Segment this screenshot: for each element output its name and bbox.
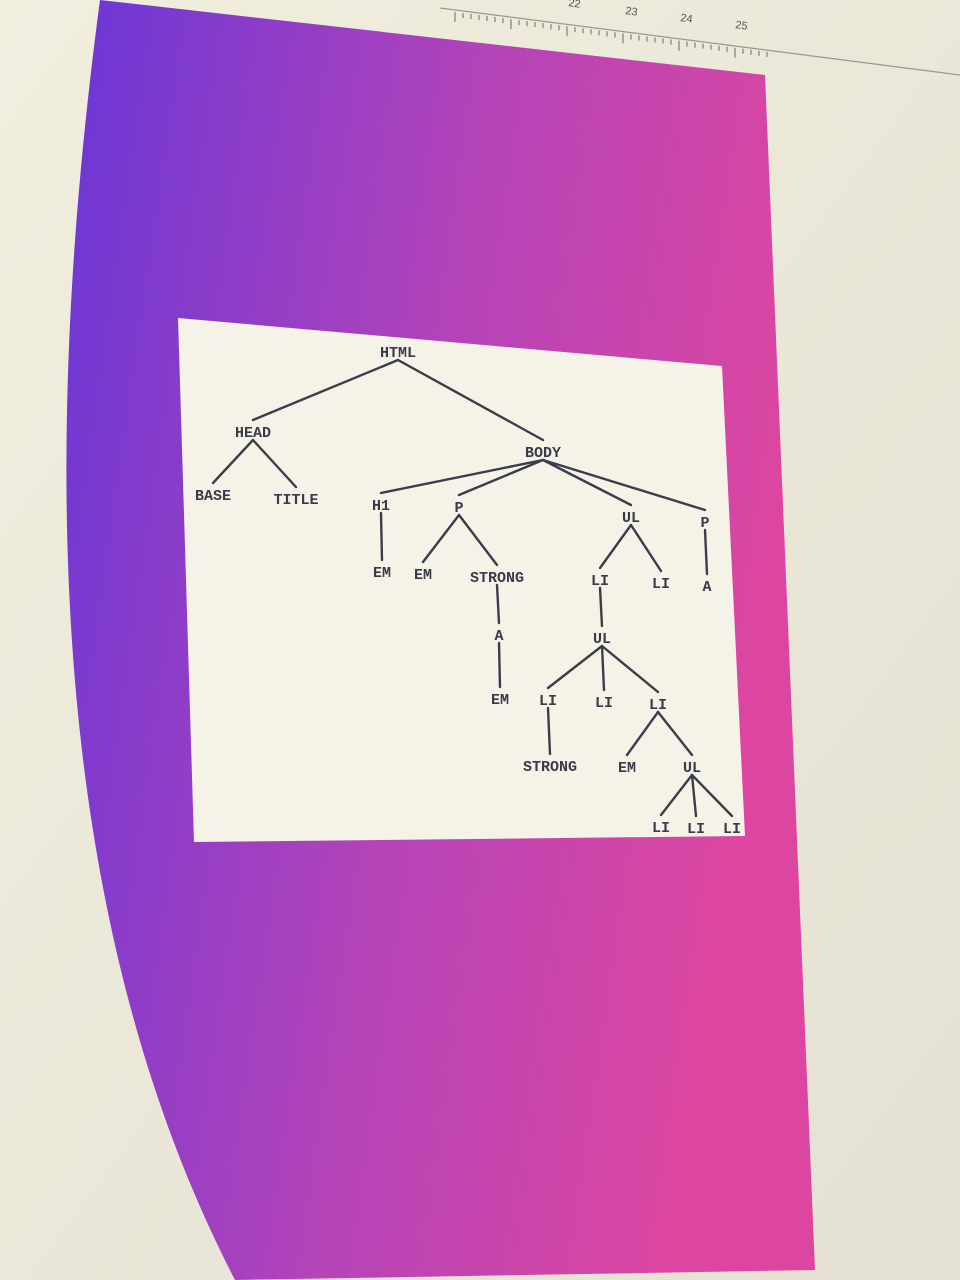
edge-p1-strong_p1 — [457, 513, 499, 567]
tree-node-p1: P — [454, 500, 463, 517]
edge-head-base — [211, 438, 255, 485]
tree-node-li_e: LI — [649, 697, 667, 714]
tree-node-li_c: LI — [539, 693, 557, 710]
edge-li_a-ul2 — [598, 586, 604, 628]
edge-h1-em_h1 — [379, 511, 384, 562]
tree-node-li_g: LI — [687, 821, 705, 838]
edge-ul1-li_b — [629, 523, 663, 573]
edge-p2-a_p2 — [703, 528, 709, 576]
tree-node-li_f: LI — [652, 820, 670, 837]
edge-ul2-li_e — [600, 644, 660, 694]
edge-strong_p1-a_strong — [495, 583, 501, 625]
edge-ul3-li_h — [690, 773, 734, 818]
tree-node-p2: P — [700, 515, 709, 532]
tree-node-a_p2: A — [702, 579, 711, 596]
tree-node-a_strong: A — [494, 628, 503, 645]
edge-head-title — [251, 438, 298, 489]
edge-html-head — [251, 358, 400, 422]
edge-body-ul1 — [541, 458, 633, 507]
tree-node-li_d: LI — [595, 695, 613, 712]
edge-ul3-li_g — [690, 773, 698, 818]
edge-body-p2 — [541, 458, 707, 512]
tree-node-em_h1: EM — [373, 565, 391, 582]
tree-node-strong_li: STRONG — [523, 759, 577, 776]
edge-a_strong-em_a — [497, 641, 502, 689]
tree-node-head: HEAD — [235, 425, 271, 442]
tree-node-title: TITLE — [273, 492, 318, 509]
ruler-number: 22 — [568, 0, 582, 11]
ruler: 22 23 24 25 — [439, 0, 960, 76]
edge-p1-em_p1 — [421, 513, 461, 564]
edge-layer — [211, 358, 734, 818]
ruler-ticks — [454, 11, 768, 58]
edge-ul3-li_f — [659, 773, 694, 817]
tree-node-strong_p1: STRONG — [470, 570, 524, 587]
tree-node-body: BODY — [525, 445, 561, 462]
edge-ul2-li_c — [546, 644, 604, 690]
tree-node-em_li: EM — [618, 760, 636, 777]
edge-li_e-ul3 — [656, 710, 694, 757]
tree-node-base: BASE — [195, 488, 231, 505]
diagram-panel — [178, 318, 745, 842]
edge-body-p1 — [457, 458, 545, 497]
tree-node-ul3: UL — [683, 760, 701, 777]
ruler-number: 25 — [735, 19, 749, 33]
edge-html-body — [396, 358, 545, 442]
edge-li_e-em_li — [625, 710, 660, 757]
tree-node-h1: H1 — [372, 498, 390, 515]
edge-ul2-li_d — [600, 644, 606, 692]
tree-node-html: HTML — [380, 345, 416, 362]
tree-node-ul2: UL — [593, 631, 611, 648]
tree-node-em_a: EM — [491, 692, 509, 709]
tree-node-em_p1: EM — [414, 567, 432, 584]
edge-ul1-li_a — [598, 523, 633, 570]
ruler-number: 24 — [680, 12, 694, 26]
tree-node-li_b: LI — [652, 576, 670, 593]
ruler-number: 23 — [625, 5, 639, 19]
edge-li_c-strong_li — [546, 706, 552, 756]
tree-node-li_h: LI — [723, 821, 741, 838]
tree-node-li_a: LI — [591, 573, 609, 590]
tree-node-ul1: UL — [622, 510, 640, 527]
edge-body-h1 — [379, 458, 545, 495]
